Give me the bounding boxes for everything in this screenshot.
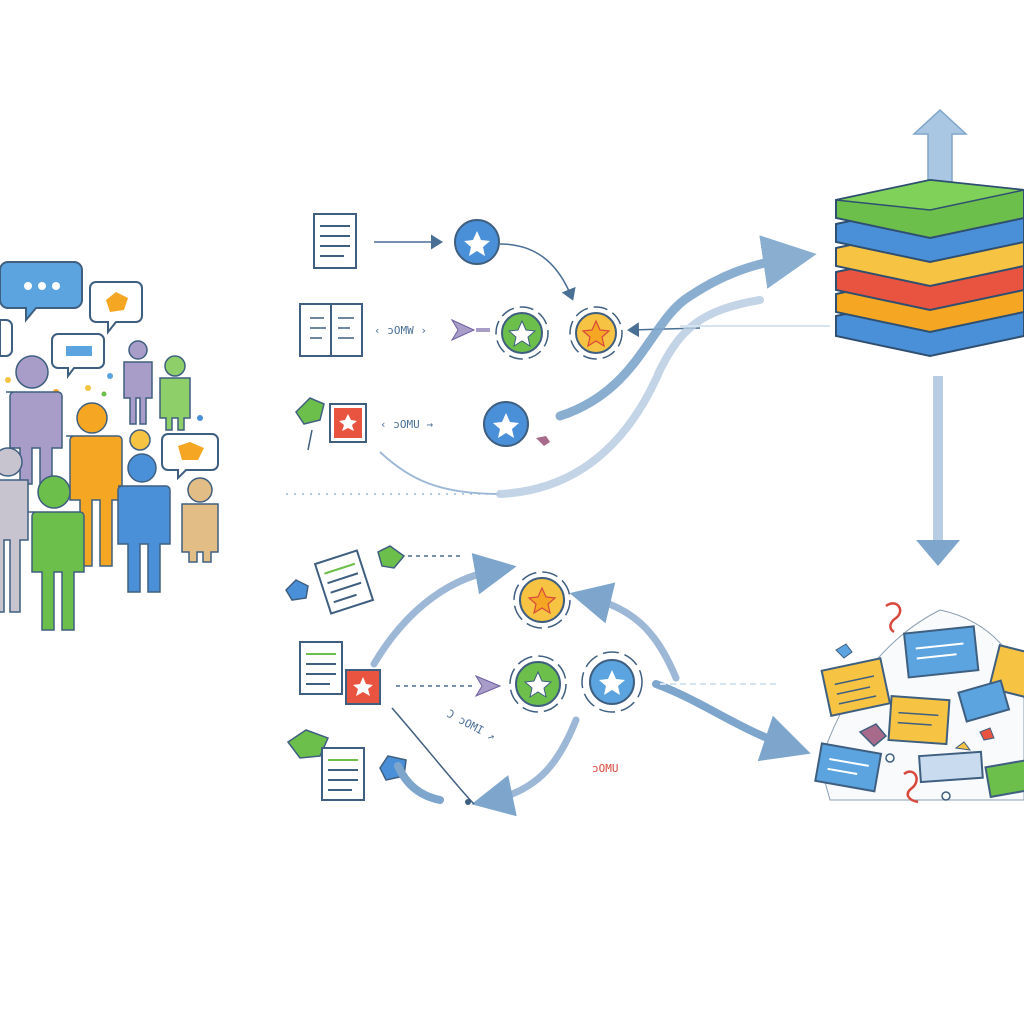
down-arrow-icon	[916, 540, 960, 566]
star-badge-icon	[495, 306, 549, 360]
star-badge-icon	[513, 571, 571, 629]
scattered-notes-icon	[814, 602, 1024, 804]
person-icon	[181, 477, 219, 563]
connector-line	[379, 451, 501, 495]
open-book-icon	[299, 303, 363, 357]
person-icon	[129, 429, 151, 451]
flow-arrow-to-notes	[652, 680, 811, 762]
flow-arrow	[394, 762, 444, 804]
bottom-flow-group: Ɔ ɔOMI ↗ ɔOMU	[285, 545, 811, 817]
document-icon	[295, 397, 367, 451]
top-flow-group: ‹ ɔOMW › ‹ ɔOMU →	[286, 213, 830, 498]
flow-arrow-to-stack	[496, 296, 764, 498]
flow-arrow-to-stack	[555, 235, 817, 421]
person-icon	[123, 340, 153, 425]
purple-arrow-icon	[474, 674, 502, 698]
layer-stack-icon	[835, 108, 1024, 358]
chat-bubble-icon	[89, 281, 143, 335]
flow-arrow	[569, 582, 680, 682]
flow-scribble-label: Ɔ ɔOMI ↗	[445, 707, 498, 743]
document-icon	[285, 545, 460, 615]
up-arrow-icon	[912, 108, 968, 187]
connector-line	[391, 707, 475, 805]
flow-arrow	[370, 553, 517, 668]
small-flag-icon	[536, 436, 550, 446]
star-badge-icon	[581, 651, 643, 713]
person-icon	[117, 453, 171, 593]
flow-scribble-label: ‹ ɔOMW ›	[374, 324, 427, 337]
chat-bubble-icon	[0, 319, 13, 357]
document-icon	[286, 729, 365, 801]
crowd-group	[0, 261, 219, 631]
star-badge-icon	[509, 655, 567, 713]
star-badge-icon	[569, 306, 623, 360]
star-badge-icon	[454, 219, 500, 265]
flow-scribble-label: ‹ ɔOMU →	[380, 418, 433, 431]
document-icon	[299, 641, 343, 695]
chat-bubble-icon	[161, 433, 219, 481]
star-badge-icon	[483, 401, 529, 447]
person-icon	[0, 447, 29, 613]
purple-arrow-icon	[450, 318, 476, 342]
flow-scribble-label: ɔOMU	[592, 762, 619, 775]
star-badge-icon	[345, 669, 381, 705]
person-icon	[159, 355, 191, 431]
chat-bubble-icon	[0, 261, 83, 323]
connector-arrow	[499, 243, 576, 301]
flow-arrow	[471, 716, 580, 817]
chat-bubble-icon	[51, 333, 105, 379]
person-icon	[28, 475, 85, 631]
document-icon	[313, 213, 357, 269]
